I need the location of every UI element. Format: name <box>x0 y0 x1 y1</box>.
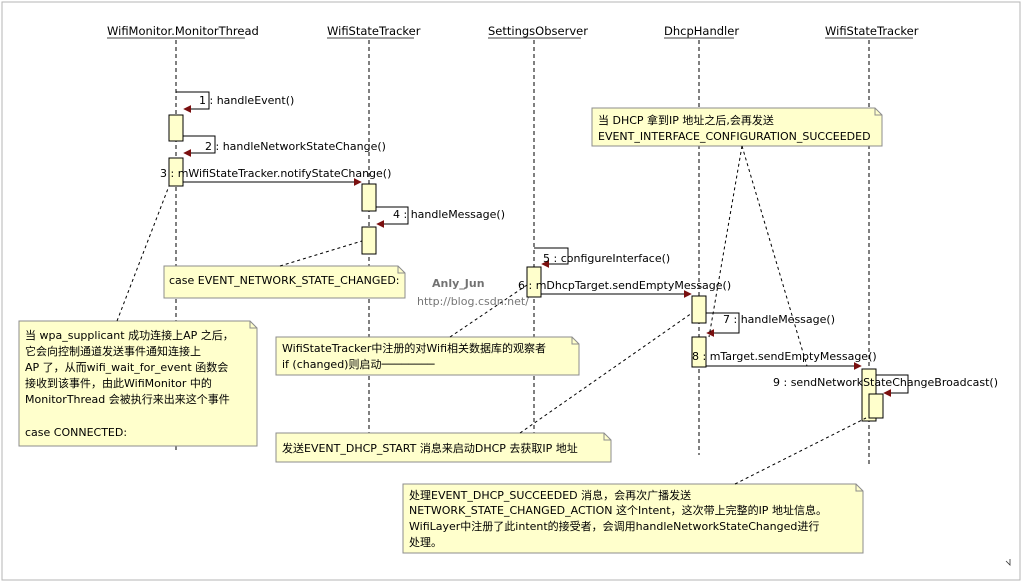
note-dhcp-succeeded[interactable]: 处理EVENT_DHCP_SUCCEEDED 消息，会再次广播发送 NETWOR… <box>402 417 867 554</box>
lifeline-label: SettingsObserver <box>488 24 588 38</box>
activation-bar <box>168 157 184 187</box>
lifeline-label: DhcpHandler <box>664 24 739 38</box>
note-line: if (changed)则启动──────── <box>282 358 435 371</box>
note-line: 处理。 <box>409 536 442 549</box>
message-label: 3 : mWifiStateTracker.notifyStateChange(… <box>160 167 391 180</box>
message-9[interactable]: 9 : sendNetworkStateChangeBroadcast() <box>773 374 998 397</box>
note-monitor-thread[interactable]: 当 wpa_supplicant 成功连接上AP 之后， 它会向控制通道发送事件… <box>18 185 258 447</box>
watermark: Anly_Jun http://blog.csdn.net/ <box>417 277 529 308</box>
note-line: 发送EVENT_DHCP_START 消息来启动DHCP 去获取IP 地址 <box>282 441 578 455</box>
cursor-mark <box>1005 559 1011 566</box>
message-1[interactable]: 1 : handleEvent() <box>176 91 294 113</box>
note-dhcp-start[interactable]: 发送EVENT_DHCP_START 消息来启动DHCP 去获取IP 地址 <box>275 312 693 463</box>
watermark-url: http://blog.csdn.net/ <box>417 295 529 308</box>
note-dhcp-ip-obtained[interactable]: 当 DHCP 拿到IP 地址之后,会再发送 EVENT_INTERFACE_CO… <box>591 107 883 367</box>
message-3[interactable]: 3 : mWifiStateTracker.notifyStateChange(… <box>160 167 391 186</box>
activation-boxes <box>168 114 884 422</box>
activation-bar <box>526 266 542 298</box>
lifeline-label: WifiStateTracker <box>327 24 421 38</box>
message-label: 9 : sendNetworkStateChangeBroadcast() <box>773 376 998 389</box>
lifeline-settings-observer[interactable]: SettingsObserver <box>488 24 588 455</box>
message-6[interactable]: 6 : mDhcpTarget.sendEmptyMessage() <box>518 279 731 298</box>
message-8[interactable]: 8 : mTarget.sendEmptyMessage() <box>692 350 877 370</box>
note-line: 当 wpa_supplicant 成功连接上AP 之后， <box>25 328 234 342</box>
message-7[interactable]: 7 : handleMessage() <box>706 312 835 337</box>
message-label: 2 : handleNetworkStateChange() <box>205 140 386 153</box>
message-4[interactable]: 4 : handleMessage() <box>376 206 505 228</box>
note-line: AP 了，从而wifi_wait_for_event 函数会 <box>25 361 228 374</box>
message-5[interactable]: 5 : configureInterface() <box>534 247 670 268</box>
message-label: 7 : handleMessage() <box>723 313 835 326</box>
note-line: 当 DHCP 拿到IP 地址之后,会再发送 <box>598 113 774 127</box>
note-line: case CONNECTED: <box>25 426 127 439</box>
note-line: 它会向控制通道发送事件通知连接上 <box>25 344 201 358</box>
activation-bar <box>168 114 184 142</box>
note-settings-observer[interactable]: WifiStateTracker中注册的对Wifi相关数据库的观察者 if (c… <box>275 284 580 376</box>
message-label: 4 : handleMessage() <box>393 208 505 221</box>
note-line: WifiLayer中注册了此intent的接受者，会调用handleNetwor… <box>409 519 819 533</box>
activation-bar <box>868 393 884 419</box>
note-line: 处理EVENT_DHCP_SUCCEEDED 消息，会再次广播发送 <box>409 488 691 502</box>
message-label: 5 : configureInterface() <box>543 252 670 265</box>
note-line: 接收到该事件，由此WifiMonitor 中的 <box>25 376 212 390</box>
activation-bar <box>691 295 707 324</box>
note-line: case EVENT_NETWORK_STATE_CHANGED: <box>169 274 400 287</box>
note-line: MonitorThread 会被执行来出来这个事件 <box>25 392 230 406</box>
message-label: 6 : mDhcpTarget.sendEmptyMessage() <box>518 279 731 292</box>
activation-bar <box>361 183 377 212</box>
lifeline-dhcp-handler[interactable]: DhcpHandler <box>664 24 739 455</box>
message-2[interactable]: 2 : handleNetworkStateChange() <box>183 135 386 157</box>
lifeline-wifi-monitor[interactable]: WifiMonitor.MonitorThread <box>107 24 259 450</box>
message-label: 1 : handleEvent() <box>199 94 294 107</box>
lifeline-label: WifiMonitor.MonitorThread <box>107 24 259 38</box>
note-line: NETWORK_STATE_CHANGED_ACTION 这个Intent，这次… <box>409 503 827 517</box>
activation-bar <box>361 226 377 255</box>
note-line: WifiStateTracker中注册的对Wifi相关数据库的观察者 <box>282 341 546 355</box>
lifeline-label: WifiStateTracker <box>825 24 919 38</box>
activation-bar <box>691 336 707 368</box>
note-network-state-changed[interactable]: case EVENT_NETWORK_STATE_CHANGED: <box>163 240 406 299</box>
note-line: EVENT_INTERFACE_CONFIGURATION_SUCCEEDED <box>598 130 871 143</box>
watermark-logo: Anly_Jun <box>432 277 485 290</box>
message-label: 8 : mTarget.sendEmptyMessage() <box>692 350 877 363</box>
